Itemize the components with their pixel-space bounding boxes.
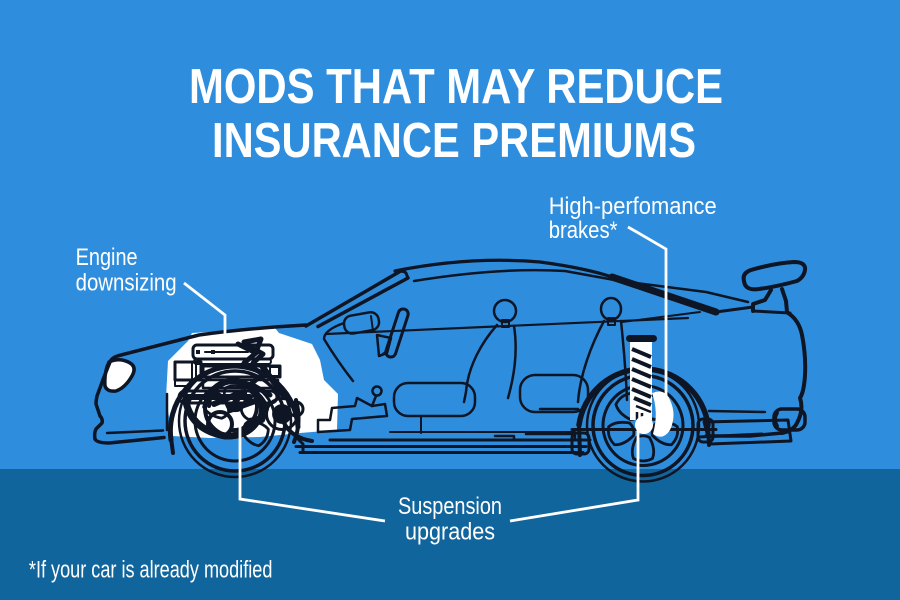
svg-text:upgrades: upgrades [405, 519, 495, 546]
svg-text:INSURANCE PREMIUMS: INSURANCE PREMIUMS [212, 114, 696, 168]
svg-text:Engine: Engine [76, 244, 138, 271]
svg-text:brakes*: brakes* [549, 217, 618, 244]
svg-text:Suspension: Suspension [398, 493, 502, 520]
svg-text:downsizing: downsizing [76, 270, 177, 297]
svg-text:*If your car is already modifi: *If your car is already modified [29, 557, 273, 584]
svg-text:MODS THAT MAY REDUCE: MODS THAT MAY REDUCE [189, 60, 723, 114]
svg-text:High-perfomance: High-perfomance [549, 193, 717, 220]
